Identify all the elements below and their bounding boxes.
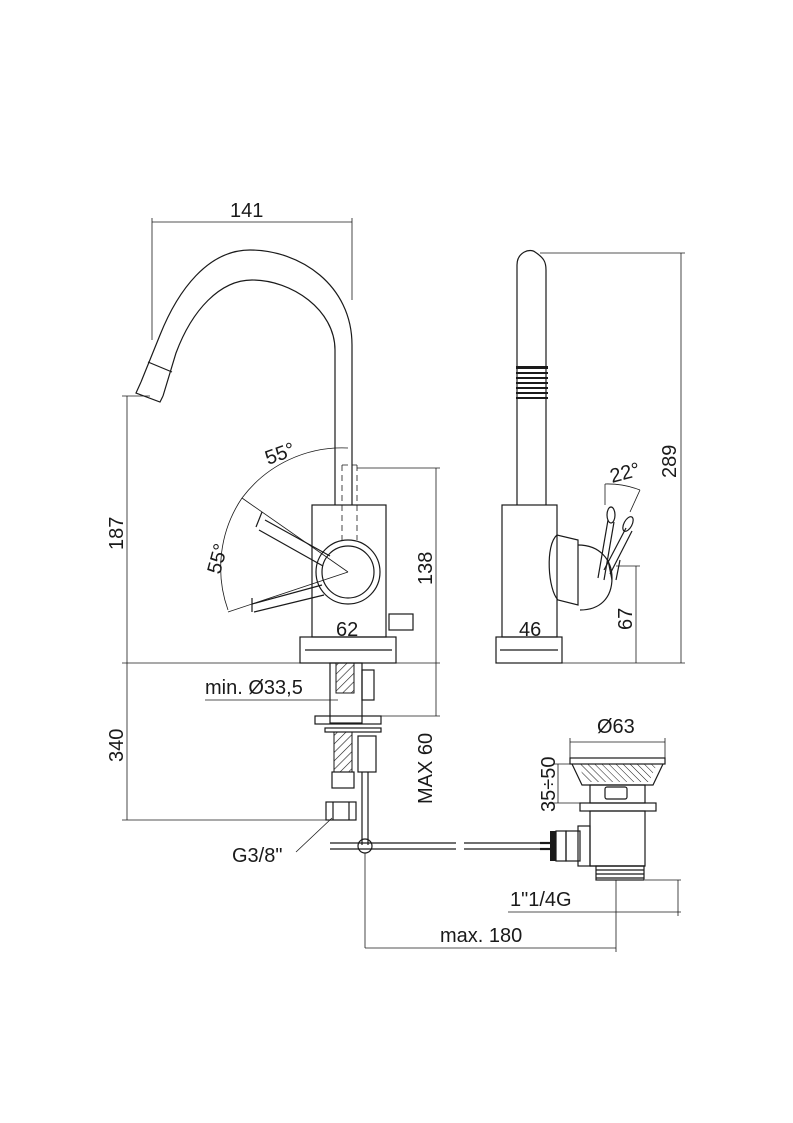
dim-67: 67	[615, 565, 640, 663]
dim-141: 141	[151, 200, 353, 340]
label-138: 138	[415, 552, 437, 585]
dim-35-50: 35÷50	[538, 757, 580, 812]
side-view: 22° 289 67 46	[495, 249, 685, 664]
label-min-diameter: min. Ø33,5	[205, 677, 303, 699]
dim-187: 187	[106, 395, 150, 663]
dim-289: 289	[540, 252, 685, 664]
label-46: 46	[519, 619, 541, 641]
label-diameter-63: Ø63	[597, 716, 635, 738]
label-22: 22°	[608, 459, 643, 488]
label-55-side: 55°	[204, 541, 233, 576]
label-max-60: MAX 60	[415, 733, 437, 804]
label-thread-114: 1"1/4G	[510, 889, 572, 911]
dim-max-60: MAX 60	[381, 663, 440, 804]
dim-diameter-63: Ø63	[569, 716, 666, 758]
pull-rod	[330, 838, 540, 948]
dim-thread-114: 1"1/4G	[508, 879, 681, 916]
dim-min-diameter: min. Ø33,5	[205, 677, 338, 701]
dim-max-180: max. 180	[365, 880, 617, 952]
front-view: 141	[106, 200, 540, 948]
waste-cap	[569, 757, 666, 765]
dim-340: 340	[106, 663, 330, 821]
under-counter-assembly	[314, 662, 382, 845]
label-35-50: 35÷50	[538, 757, 560, 812]
side-spout	[516, 249, 547, 505]
label-62: 62	[336, 619, 358, 641]
side-body	[501, 504, 558, 638]
dim-138: 138	[357, 467, 440, 663]
label-187: 187	[106, 517, 128, 550]
label-55-top: 55°	[262, 439, 298, 470]
label-max-180: max. 180	[440, 925, 522, 947]
label-340: 340	[106, 729, 128, 762]
aerator-band	[516, 366, 548, 369]
label-g38: G3/8"	[232, 845, 282, 867]
label-67: 67	[615, 608, 637, 630]
dim-g38: G3/8"	[232, 817, 333, 867]
spout	[135, 249, 353, 505]
popup-waste: Ø63 35÷50	[365, 716, 681, 952]
label-141: 141	[230, 200, 263, 222]
side-lever: 22°	[548, 459, 643, 611]
label-289: 289	[659, 445, 681, 478]
